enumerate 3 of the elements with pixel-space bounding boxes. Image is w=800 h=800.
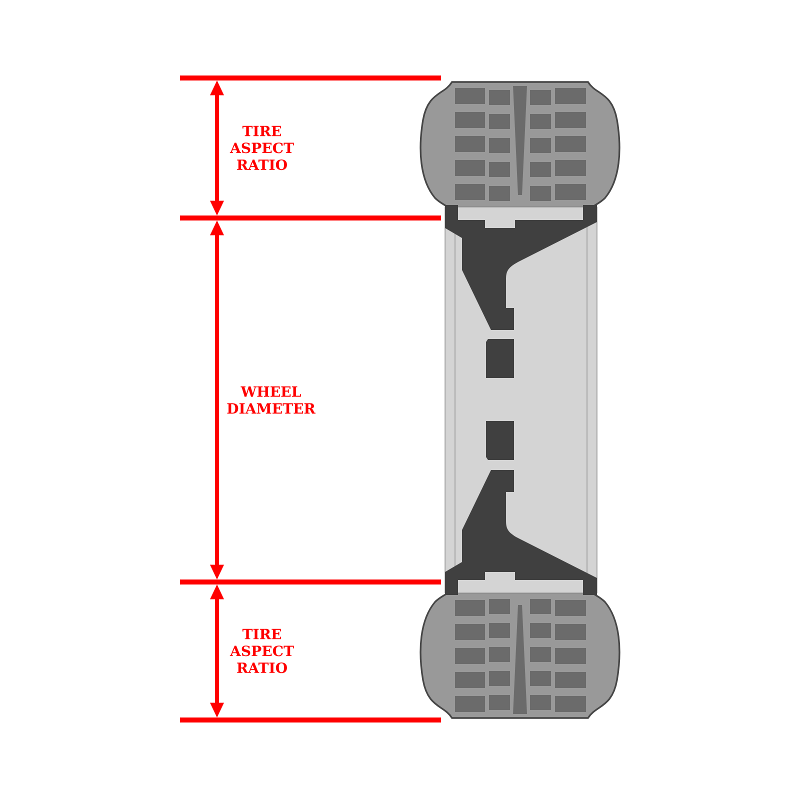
- dimension-label: TIRE ASPECT RATIO: [230, 126, 294, 170]
- dimension-label: WHEEL DIAMETER: [227, 386, 316, 414]
- dimension-label: TIRE ASPECT RATIO: [230, 628, 294, 674]
